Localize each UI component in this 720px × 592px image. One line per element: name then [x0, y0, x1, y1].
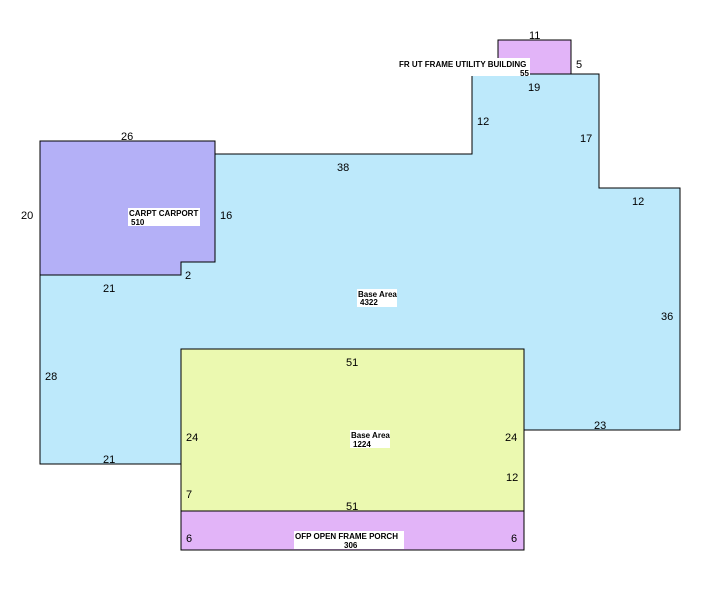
dim-b2-left: 24 — [186, 432, 198, 444]
dim-main-right-wall: 36 — [661, 311, 673, 323]
dim-utility-right: 5 — [576, 59, 582, 71]
porch-code: OFP OPEN FRAME PORCH — [295, 532, 398, 541]
base-area-main-code: Base Area — [358, 290, 397, 299]
carport-polygon — [39, 140, 216, 276]
utility-value: 55 — [520, 69, 529, 78]
base-area-2-value: 1224 — [353, 440, 371, 449]
dim-b2-right: 24 — [505, 432, 517, 444]
dim-porch-right: 6 — [511, 533, 517, 545]
carport-value: 510 — [131, 218, 145, 227]
dim-porch-left: 6 — [186, 533, 192, 545]
dim-main-right-upper: 17 — [580, 133, 592, 145]
dim-b2-bottom: 51 — [346, 501, 358, 513]
base-area-main-value: 4322 — [360, 298, 378, 307]
dim-carport-notch: 2 — [185, 270, 191, 282]
dim-main-left: 28 — [45, 371, 57, 383]
dim-carport-left: 20 — [21, 210, 33, 222]
label-utility: FR UT FRAME UTILITY BUILDING 55 — [398, 58, 530, 78]
dim-main-upper-left-wall: 12 — [477, 116, 489, 128]
dim-carport-top: 26 — [121, 131, 133, 143]
dim-b2-right-lower: 12 — [506, 472, 518, 484]
label-carport: CARPT CARPORT 510 — [128, 208, 200, 227]
dim-main-left-top: 21 — [103, 283, 115, 295]
utility-code: FR UT FRAME UTILITY BUILDING — [399, 60, 526, 69]
dim-main-top-right-step: 19 — [528, 82, 540, 94]
carport-code: CARPT CARPORT — [129, 209, 198, 218]
dim-utility-top: 11 — [529, 30, 540, 42]
label-base-area-main: Base Area 4322 — [357, 289, 397, 307]
base-area-2-code: Base Area — [351, 431, 390, 440]
dim-main-bottom-left: 21 — [103, 454, 115, 466]
base-area-2-rect — [180, 348, 525, 512]
dim-b2-top: 51 — [346, 357, 358, 369]
label-base-area-2: Base Area 1224 — [350, 430, 390, 449]
dim-b2-left-lower: 7 — [186, 489, 192, 501]
dim-main-top: 38 — [337, 162, 349, 174]
dim-carport-right: 16 — [220, 210, 232, 222]
dim-main-right-step: 12 — [632, 196, 644, 208]
dim-main-bottom-right: 23 — [594, 420, 606, 432]
porch-value: 306 — [344, 541, 358, 550]
label-porch: OFP OPEN FRAME PORCH 306 — [294, 531, 404, 550]
